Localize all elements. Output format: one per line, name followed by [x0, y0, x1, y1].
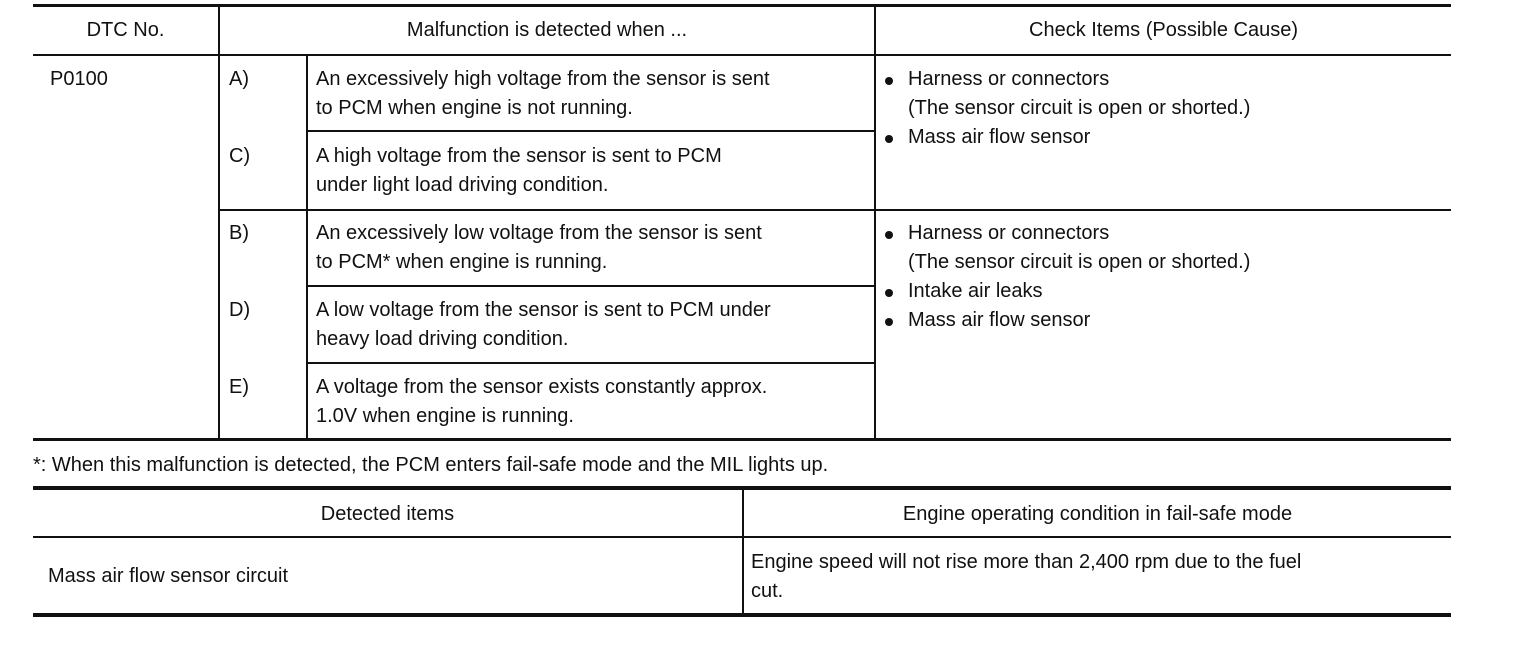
condition-label: C)	[229, 145, 251, 167]
engine-condition-cell: Engine speed will not rise more than 2,4…	[751, 551, 1302, 573]
condition-label: B)	[229, 222, 249, 244]
condition-text: to PCM* when engine is running.	[316, 251, 608, 273]
row-divider-b-d	[307, 285, 875, 287]
header-detected-items: Detected items	[320, 503, 455, 525]
bullet-icon	[885, 231, 893, 239]
check-item: Mass air flow sensor	[908, 126, 1091, 148]
group-divider	[218, 209, 1451, 211]
check-item: Mass air flow sensor	[908, 309, 1091, 331]
check-item: Harness or connectors	[908, 222, 1110, 244]
condition-label: E)	[229, 376, 249, 398]
condition-text: A high voltage from the sensor is sent t…	[316, 145, 722, 167]
detected-item-cell: Mass air flow sensor circuit	[48, 565, 289, 587]
header-engine-condition: Engine operating condition in fail-safe …	[902, 503, 1293, 525]
condition-text: An excessively high voltage from the sen…	[316, 68, 770, 90]
col-divider-check	[874, 4, 876, 440]
header-check-items: Check Items (Possible Cause)	[1029, 19, 1298, 41]
condition-text: 1.0V when engine is running.	[316, 405, 574, 427]
dtc-code: P0100	[50, 68, 108, 90]
footnote: *: When this malfunction is detected, th…	[33, 454, 829, 476]
check-item: Intake air leaks	[908, 280, 1043, 302]
condition-text: heavy load driving condition.	[316, 328, 569, 350]
dtc-table-bottom-rule	[33, 438, 1451, 441]
col-divider-dtc	[218, 4, 220, 440]
condition-text: A low voltage from the sensor is sent to…	[316, 299, 771, 321]
condition-text: under light load driving condition.	[316, 174, 609, 196]
bullet-icon	[885, 318, 893, 326]
bullet-icon	[885, 77, 893, 85]
failsafe-col-divider	[742, 488, 744, 615]
check-item: Harness or connectors	[908, 68, 1110, 90]
condition-text: to PCM when engine is not running.	[316, 97, 633, 119]
engine-condition-cell: cut.	[751, 580, 784, 602]
row-divider-d-e	[307, 362, 875, 364]
header-malfunction: Malfunction is detected when ...	[406, 19, 688, 41]
row-divider-a-c	[307, 130, 875, 132]
condition-label: A)	[229, 68, 249, 90]
bullet-icon	[885, 289, 893, 297]
condition-label: D)	[229, 299, 251, 321]
col-divider-label	[306, 55, 308, 440]
bullet-icon	[885, 135, 893, 143]
header-dtc-no: DTC No.	[86, 19, 165, 41]
condition-text: A voltage from the sensor exists constan…	[316, 376, 768, 398]
condition-text: An excessively low voltage from the sens…	[316, 222, 762, 244]
failsafe-table-bottom-rule	[33, 613, 1451, 617]
dtc-table-top-rule	[33, 4, 1451, 7]
check-item-note: (The sensor circuit is open or shorted.)	[908, 97, 1251, 119]
check-item-note: (The sensor circuit is open or shorted.)	[908, 251, 1251, 273]
dtc-header-bottom-rule	[33, 54, 1451, 56]
